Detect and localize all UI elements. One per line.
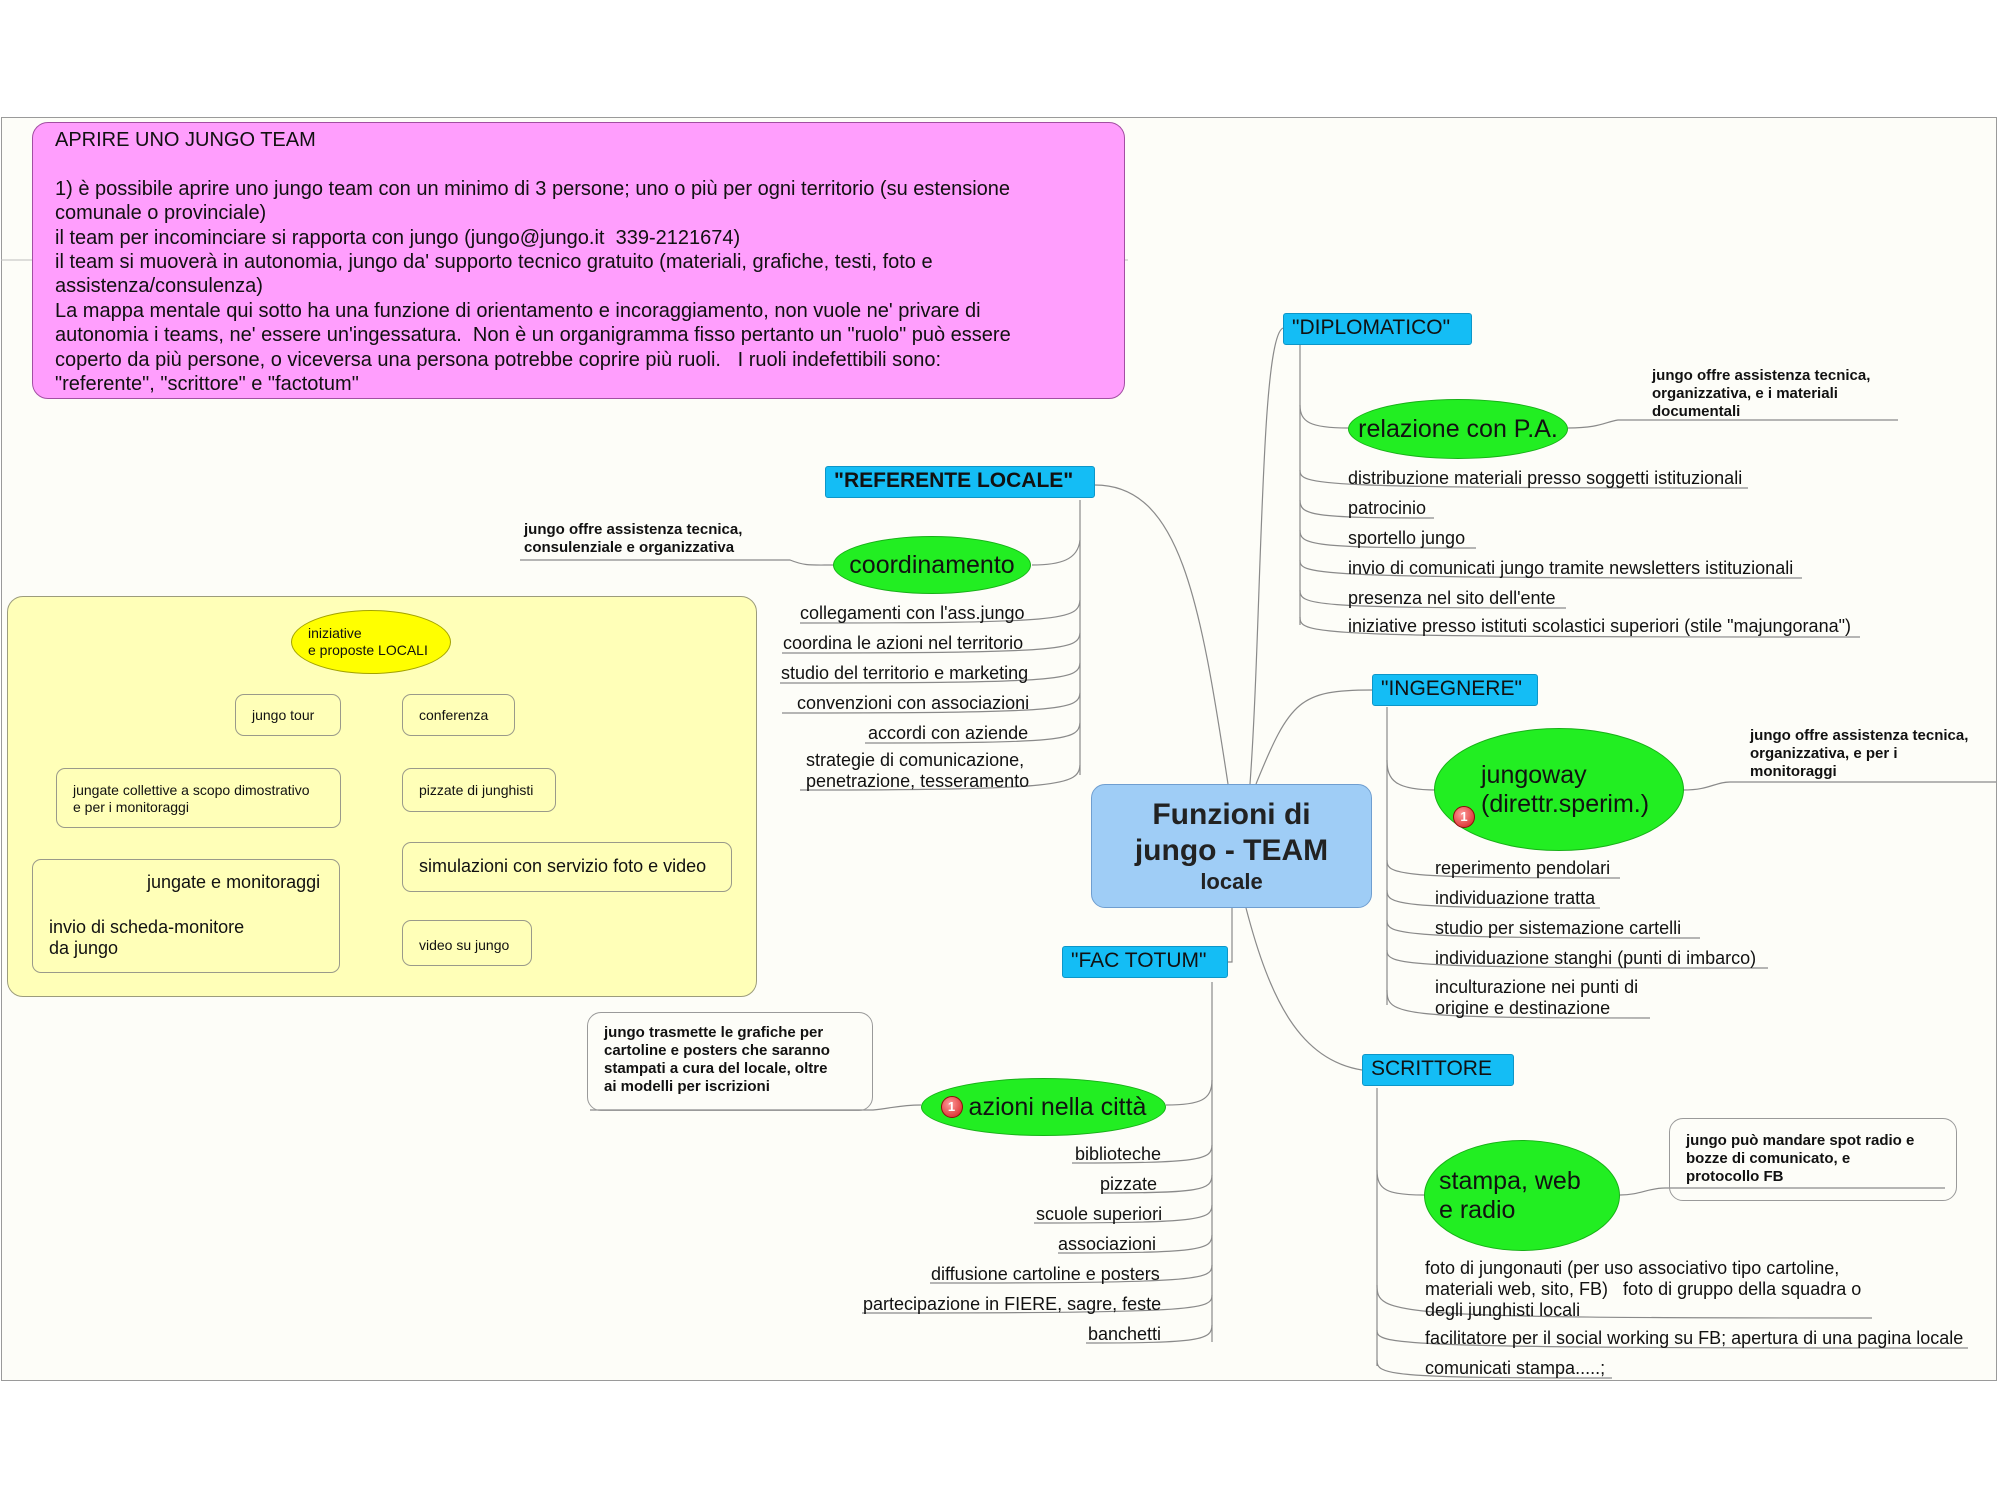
referente-item-1: collegamenti con l'ass.jungo [800, 603, 1025, 623]
callout-scrittore-box [1669, 1118, 1957, 1201]
diplomatico-item-6: iniziative presso istituti scolastici su… [1348, 616, 1851, 636]
jungo-tour-label: jungo tour [252, 707, 315, 723]
video-jungo-label: video su jungo [419, 937, 510, 953]
video-jungo-box[interactable] [402, 920, 532, 966]
scrittore-item-2: facilitatore per il social working su FB… [1425, 1328, 1964, 1348]
topic-referente-locale[interactable]: "REFERENTE LOCALE" [825, 466, 1095, 498]
local-initiatives-root[interactable]: iniziative e proposte LOCALI [291, 610, 451, 674]
invio-scheda-label: invio di scheda-monitore da jungo [49, 917, 245, 958]
callout-ingegnere: jungo offre assistenza tecnica, organizz… [1750, 727, 1969, 780]
callout-referente: jungo offre assistenza tecnica, consulen… [524, 521, 743, 556]
callout-diplomatico: jungo offre assistenza tecnica, organizz… [1652, 367, 1871, 420]
conferenza-box[interactable] [402, 694, 515, 736]
simulazioni-box[interactable] [402, 842, 732, 892]
jungate-collettive-label: jungate collettive a scopo dimostrativo … [73, 782, 310, 815]
referente-item-2: coordina le azioni nel territorio [783, 633, 1024, 653]
intro-note-text: APRIRE UNO JUNGO TEAM 1) è possibile apr… [55, 129, 1011, 396]
oval-stampa-web-radio[interactable]: stampa, web e radio [1424, 1140, 1620, 1251]
jungate-collettive-box[interactable] [56, 768, 341, 828]
factotum-item-3: scuole superiori [1036, 1204, 1163, 1224]
factotum-item-6: partecipazione in FIERE, sagre, feste [863, 1294, 1162, 1314]
callout-factotum-box [587, 1012, 873, 1111]
diplomatico-item-3: sportello jungo [1348, 528, 1466, 548]
diplomatico-item-4: invio di comunicati jungo tramite newsle… [1348, 558, 1794, 578]
conferenza-label: conferenza [419, 707, 489, 723]
topic-ingegnere[interactable]: "INGEGNERE" [1372, 674, 1538, 706]
ingegnere-item-5: inculturazione nei punti di origine e de… [1435, 977, 1639, 1018]
oval-coordinamento[interactable]: coordinamento [833, 536, 1031, 594]
diplomatico-item-5: presenza nel sito dell'ente [1348, 588, 1556, 608]
topic-fac-totum[interactable]: "FAC TOTUM" [1062, 946, 1228, 978]
central-topic-line1: Funzioni di [1152, 798, 1311, 831]
ingegnere-item-3: studio per sistemazione cartelli [1435, 918, 1682, 938]
referente-item-6: strategie di comunicazione, penetrazione… [806, 750, 1030, 791]
diplomatico-item-1: distribuzione materiali presso soggetti … [1348, 468, 1743, 488]
simulazioni-label: simulazioni con servizio foto e video [419, 856, 707, 876]
central-topic-line2: jungo - TEAM [1134, 834, 1329, 867]
topic-scrittore[interactable]: SCRITTORE [1362, 1054, 1514, 1086]
scrittore-item-1: foto di jungonauti (per uso associativo … [1425, 1258, 1862, 1320]
callout-scrittore: jungo può mandare spot radio e bozze di … [1686, 1132, 1915, 1185]
diplomatico-item-2: patrocinio [1348, 498, 1427, 518]
oval-relazione-pa[interactable]: relazione con P.A. [1348, 399, 1568, 459]
factotum-item-2: pizzate [1100, 1174, 1158, 1194]
intro-note: APRIRE UNO JUNGO TEAM 1) è possibile apr… [32, 122, 1125, 399]
pizzate-junghisti-box[interactable] [402, 768, 556, 812]
pizzate-junghisti-label: pizzate di junghisti [419, 782, 534, 798]
ingegnere-item-2: individuazione tratta [1435, 888, 1596, 908]
topic-diplomatico[interactable]: "DIPLOMATICO" [1283, 313, 1472, 345]
ingegnere-item-4: individuazione stanghi (punti di imbarco… [1435, 948, 1757, 968]
callout-factotum: jungo trasmette le grafiche per cartolin… [604, 1024, 830, 1095]
referente-item-3: studio del territorio e marketing [781, 663, 1029, 683]
central-topic[interactable]: Funzioni di jungo - TEAM locale [1091, 784, 1372, 908]
factotum-item-4: associazioni [1058, 1234, 1157, 1254]
priority-1-icon: 1 [1453, 806, 1475, 828]
referente-item-4: convenzioni con associazioni [797, 693, 1030, 713]
referente-item-5: accordi con aziende [868, 723, 1029, 743]
central-topic-line3: locale [1200, 869, 1263, 894]
ingegnere-item-1: reperimento pendolari [1435, 858, 1611, 878]
priority-1-icon: 1 [940, 1096, 963, 1118]
factotum-item-5: diffusione cartoline e posters [931, 1264, 1160, 1284]
jungo-tour-box[interactable] [235, 694, 341, 736]
jungate-monitoraggi-box[interactable] [32, 859, 340, 973]
factotum-item-1: biblioteche [1075, 1144, 1162, 1164]
factotum-item-7: banchetti [1088, 1324, 1162, 1344]
jungate-monitoraggi-label: jungate e monitoraggi [147, 872, 321, 892]
scrittore-item-3: comunicati stampa.....; [1425, 1358, 1606, 1378]
